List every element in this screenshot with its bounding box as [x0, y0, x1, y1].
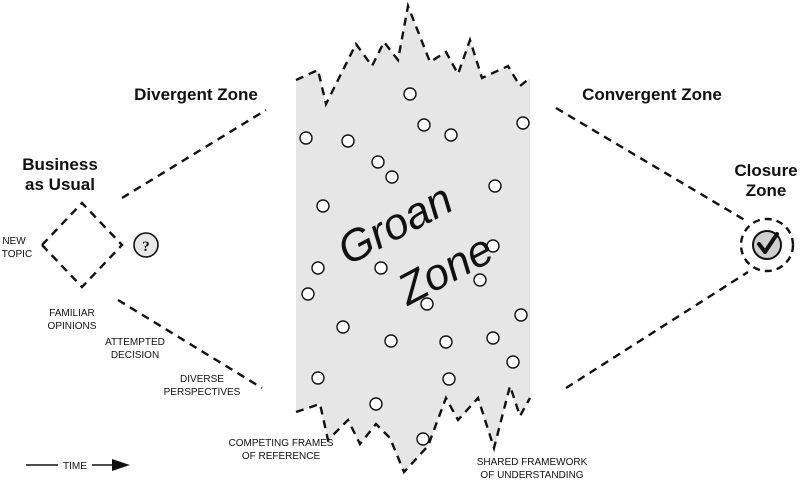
question-icon: ? — [133, 232, 159, 258]
attempted-decision-label-line1: ATTEMPTED — [105, 337, 165, 348]
time-label: TIME — [63, 461, 87, 472]
idea-circle — [473, 273, 487, 287]
idea-circle — [311, 261, 325, 275]
idea-circle — [369, 397, 383, 411]
idea-circle — [417, 118, 431, 132]
idea-circles — [299, 87, 530, 446]
idea-circle — [486, 331, 500, 345]
idea-circle — [506, 355, 520, 369]
new-topic-label-line2: TOPIC — [2, 249, 32, 260]
idea-circle — [336, 320, 350, 334]
idea-circle — [439, 335, 453, 349]
idea-circle — [316, 199, 330, 213]
idea-circle — [384, 334, 398, 348]
idea-circle — [444, 128, 458, 142]
convergent-zone-title: Convergent Zone — [582, 85, 722, 104]
shared-framework-label-line1: SHARED FRAMEWORK — [477, 457, 588, 468]
idea-circle — [374, 261, 388, 275]
convergent-lower-line — [565, 270, 749, 390]
idea-circle — [385, 170, 399, 184]
competing-frames-label-line1: COMPETING FRAMES — [228, 438, 333, 449]
business-zone-title-line2: as Usual — [25, 175, 95, 194]
competing-frames-label-line2: OF REFERENCE — [242, 451, 321, 462]
closure-zone-title-line1: Closure — [734, 161, 797, 180]
check-icon — [739, 217, 795, 273]
diverse-perspectives-label-line1: DIVERSE — [180, 374, 224, 385]
divergent-upper-line — [121, 108, 267, 200]
business-zone-title-line1: Business — [22, 155, 98, 174]
new-topic-label-line1: NEW — [2, 236, 26, 247]
groan-top-edge — [295, 1, 531, 108]
idea-circle — [516, 116, 530, 130]
groan-zone-region — [296, 6, 530, 472]
idea-circle — [301, 287, 315, 301]
idea-circle — [486, 239, 500, 253]
business-diamond — [41, 201, 124, 289]
time-arrow-head-icon — [112, 459, 130, 471]
idea-circle — [420, 297, 434, 311]
familiar-opinions-label-line1: FAMILIAR — [49, 308, 95, 319]
idea-circle — [514, 308, 528, 322]
idea-circle — [488, 179, 502, 193]
idea-circle — [311, 371, 325, 385]
attempted-decision-label-line2: DECISION — [111, 350, 159, 361]
idea-circle — [416, 432, 430, 446]
idea-circle — [371, 155, 385, 169]
idea-circle — [442, 372, 456, 386]
diverse-perspectives-label-line2: PERSPECTIVES — [164, 387, 241, 398]
shared-framework-label-line2: OF UNDERSTANDING — [480, 470, 583, 481]
convergent-upper-line — [555, 106, 749, 224]
groan-bottom-edge — [295, 381, 532, 475]
idea-circle — [403, 87, 417, 101]
idea-circle — [341, 134, 355, 148]
idea-circle — [299, 131, 313, 145]
svg-text:?: ? — [142, 239, 150, 255]
divergent-zone-title: Divergent Zone — [134, 85, 258, 104]
divergent-lower-line — [117, 298, 263, 390]
familiar-opinions-label-line2: OPINIONS — [48, 321, 97, 332]
closure-zone-title-line2: Zone — [746, 181, 787, 200]
